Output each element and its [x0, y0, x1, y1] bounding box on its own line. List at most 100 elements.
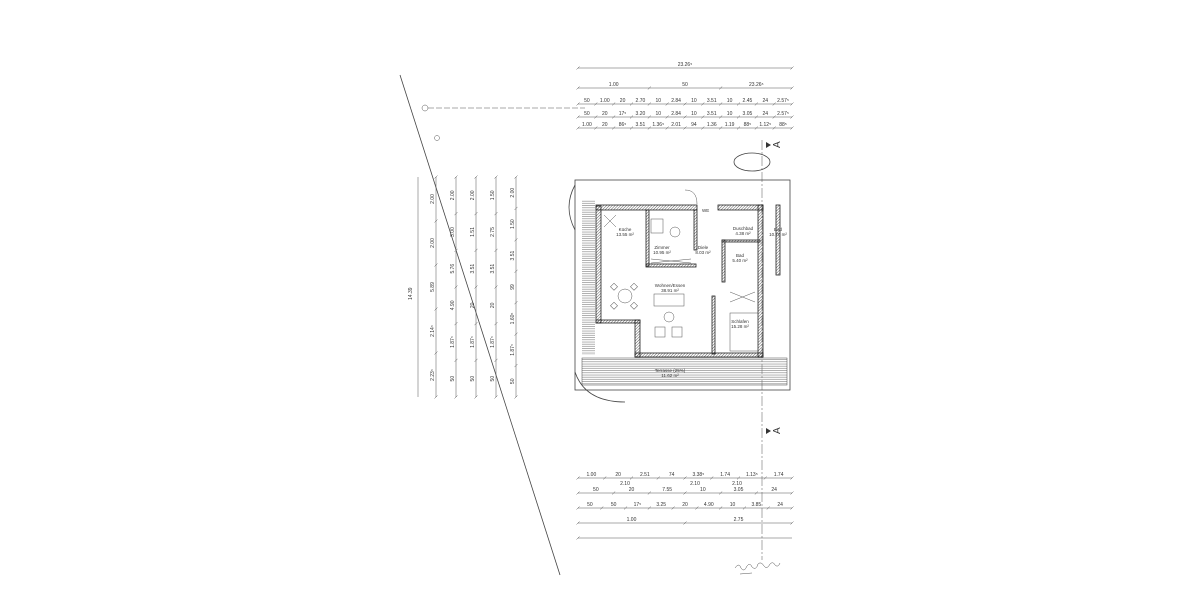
- bottom-dim-value: 20: [615, 472, 621, 478]
- top-dim-tick: [718, 86, 723, 90]
- bottom-dim-tick: [611, 491, 616, 495]
- top-dim-tick: [629, 115, 634, 119]
- bottom-dim-value: 3.38⁵: [692, 472, 704, 478]
- top-dim-tick: [665, 126, 669, 130]
- bottom-dim-tick: [576, 536, 580, 540]
- top-dim-tick: [790, 66, 794, 70]
- top-dim-tick: [611, 115, 616, 119]
- bottom-dim-tick: [656, 476, 660, 480]
- sofa: [653, 293, 685, 307]
- left-dim-value: 50: [510, 378, 516, 384]
- top-dim-value: 10: [727, 111, 733, 117]
- top-dim-tick: [576, 66, 580, 70]
- left-dim-tick: [514, 206, 518, 211]
- dining-table: [610, 282, 638, 310]
- left-dim-value: 4.90: [450, 300, 456, 310]
- left-dim-tick: [514, 332, 518, 336]
- top-dim-tick: [594, 102, 598, 106]
- top-dim-tick: [611, 102, 616, 106]
- top-dim-tick: [736, 115, 741, 119]
- bottom-dim-value: 1.00: [587, 472, 597, 478]
- top-dim-value: 3.51: [707, 98, 717, 104]
- left-dim-tick: [494, 321, 498, 326]
- bottom-sub-value: 2.10: [690, 481, 700, 487]
- left-dim-tick: [494, 175, 498, 179]
- bottom-dim-value: 1.74: [720, 472, 730, 478]
- left-dim-tick: [454, 358, 458, 363]
- top-dim-value: 94: [691, 122, 697, 128]
- room-name: Wohnen/Essen: [655, 283, 686, 288]
- left-dim-value: 1.87⁵: [450, 336, 456, 348]
- top-dim-tick: [665, 115, 669, 119]
- bed: [729, 312, 759, 352]
- room-name: Schlafen: [731, 319, 749, 324]
- bottom-dim-value: 10: [700, 487, 706, 493]
- top-dim-value: 10: [655, 111, 661, 117]
- top-dim-tick: [754, 102, 759, 106]
- top-dim-tick: [576, 86, 580, 90]
- room-area: 11.62 m²: [661, 373, 679, 378]
- top-dim-value: 88⁵: [779, 122, 787, 128]
- left-dim-tick: [494, 285, 498, 289]
- top-dim-value: 50: [584, 111, 590, 117]
- bottom-dim-tick: [647, 506, 652, 510]
- top-dim-value: 24: [762, 111, 768, 117]
- left-dim-tick: [454, 321, 458, 326]
- bottom-dim-value: 50: [593, 487, 599, 493]
- top-dim-value: 1.36⁵: [652, 122, 664, 128]
- left-dim-tick: [494, 248, 498, 253]
- bottom-dim-tick: [742, 506, 747, 510]
- left-dim-value: 1.51: [470, 227, 476, 237]
- left-dim-value: 3.00: [450, 227, 456, 237]
- top-dim-tick: [683, 102, 687, 106]
- top-dim-tick: [683, 126, 687, 130]
- section-line-a: A A: [761, 140, 783, 560]
- bottom-dim-tick: [671, 506, 675, 510]
- left-dim-value: 2.00: [510, 188, 516, 198]
- top-dim-tick: [736, 126, 741, 130]
- left-dim-value: 50: [450, 376, 456, 382]
- bottom-dim-tick: [576, 476, 580, 480]
- top-dim-value: 2.45: [743, 98, 753, 104]
- terrace: [581, 357, 788, 386]
- room-area: 15.28 m²: [731, 324, 749, 329]
- left-dim-value: 99: [510, 284, 516, 290]
- room-name: Duschbad: [733, 226, 754, 231]
- bottom-dim-tick: [695, 506, 699, 510]
- top-dim-value: 10: [655, 98, 661, 104]
- left-dim-tick: [454, 285, 458, 289]
- overall-height-dim: 14.39: [408, 287, 414, 300]
- bottom-dim-tick: [576, 521, 580, 525]
- left-dim-tick: [434, 307, 438, 311]
- left-dim-value: 2.00: [450, 190, 456, 200]
- left-dim-value: 20: [490, 302, 496, 308]
- top-dim-tick: [594, 126, 598, 130]
- left-dim-value: 3.51: [490, 264, 496, 274]
- left-dim-tick: [434, 395, 438, 399]
- left-dim-tick: [434, 219, 438, 223]
- signature-mark: [734, 562, 781, 575]
- bottom-dim-value: 50: [611, 502, 617, 508]
- top-dim-tick: [701, 115, 705, 119]
- top-dim-value: 1.00: [609, 82, 619, 88]
- left-dim-tick: [454, 211, 458, 216]
- left-dim-tick: [434, 263, 438, 267]
- bottom-dim-value: 4.90: [704, 502, 714, 508]
- bottom-dim-tick: [766, 506, 770, 510]
- room-area: 10.95 m²: [653, 250, 671, 255]
- bottom-sub-value: 2.10: [732, 481, 742, 487]
- top-dim-value: 1.36: [707, 122, 717, 128]
- room-name: Bad: [774, 227, 783, 232]
- top-dim-value: 10: [691, 98, 697, 104]
- top-dim-value: 3.51: [707, 111, 717, 117]
- top-dim-tick: [790, 102, 794, 106]
- bottom-dim-tick: [790, 491, 794, 495]
- top-dim-tick: [647, 86, 652, 90]
- bottom-dim-tick: [718, 506, 723, 510]
- bottom-dim-value: 1.74: [774, 472, 784, 478]
- left-dim-value: 2.00: [430, 194, 436, 204]
- left-dim-tick: [474, 285, 478, 289]
- left-dim-tick: [514, 238, 518, 242]
- bottom-dim-value: 74: [669, 472, 675, 478]
- bottom-dim-tick: [790, 476, 794, 480]
